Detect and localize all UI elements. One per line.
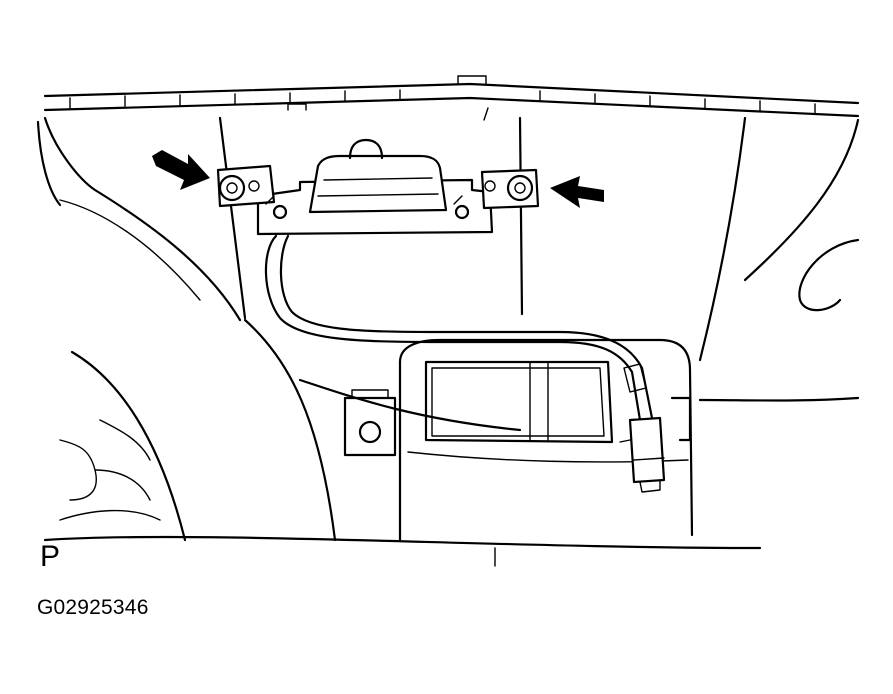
top-trim-molding	[43, 75, 860, 121]
wire-harness	[264, 234, 654, 422]
lower-body	[43, 318, 860, 567]
door-panel	[36, 116, 860, 362]
wire-connector	[619, 416, 666, 493]
right-screw	[506, 174, 534, 202]
corner-mark: P	[40, 540, 61, 573]
left-arrow-icon	[152, 150, 210, 190]
license-plate-light-assembly	[216, 138, 540, 236]
left-screw	[218, 174, 246, 202]
figure-code: G02925346	[37, 596, 149, 619]
right-arrow-icon	[550, 176, 604, 208]
